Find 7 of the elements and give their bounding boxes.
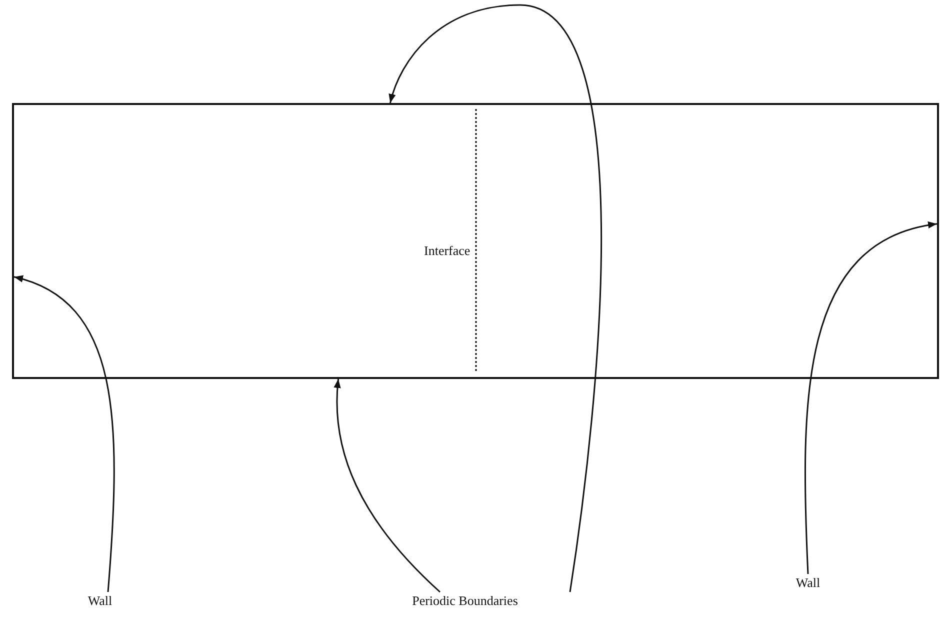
leader-text: Wall [788,574,828,592]
leader-text: Periodic Boundaries [380,592,550,610]
leader-line [334,378,441,593]
leader-text: Wall [80,592,120,610]
leader-line [389,4,602,592]
leader-line [804,222,938,574]
leader-line [14,276,115,592]
